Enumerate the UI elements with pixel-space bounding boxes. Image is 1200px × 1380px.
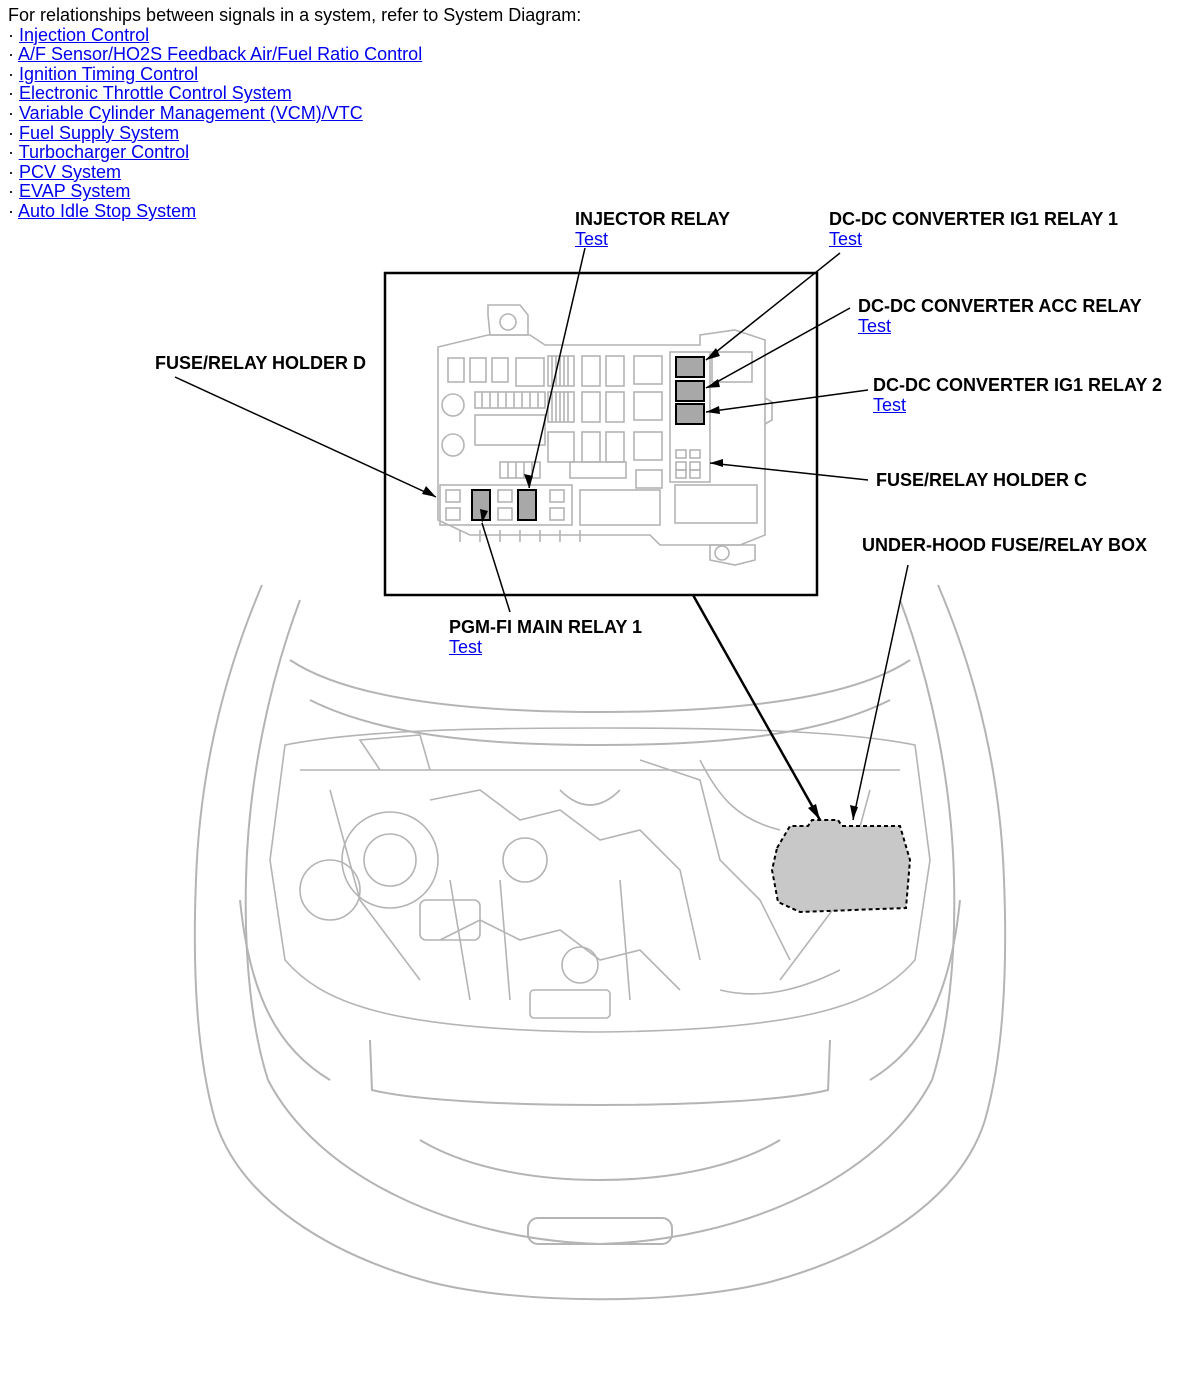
dcdc-acc-relay-shape <box>675 380 705 402</box>
pgm-fi-main-relay-1-label: PGM-FI MAIN RELAY 1 <box>449 617 643 637</box>
leader-under-hood-box <box>852 564 909 821</box>
leader-dcdc-ig1-relay-2 <box>705 389 869 413</box>
list-item: · EVAP System <box>8 182 581 202</box>
link-injection-control[interactable]: Injection Control <box>19 24 150 45</box>
callout-fuse-relay-holder-c: FUSE/RELAY HOLDER C <box>876 470 1087 490</box>
list-item: · Electronic Throttle Control System <box>8 84 581 104</box>
link-turbocharger-control[interactable]: Turbocharger Control <box>18 142 190 163</box>
injector-relay-label: INJECTOR RELAY <box>575 209 731 229</box>
pgm-fi-main-relay-1-test-link[interactable]: Test <box>449 637 483 657</box>
list-item: · Turbocharger Control <box>8 142 581 163</box>
callout-injector-relay: INJECTOR RELAY Test <box>575 209 730 249</box>
bullet: · <box>8 200 14 221</box>
callout-fuse-relay-holder-d: FUSE/RELAY HOLDER D <box>155 353 366 373</box>
bullet: · <box>8 142 14 163</box>
leader-lines <box>174 247 909 821</box>
intro-heading: For relationships between signals in a s… <box>8 5 582 25</box>
leader-injector-relay <box>528 247 586 489</box>
under-hood-fuse-box-shape <box>770 819 912 914</box>
bullet: · <box>8 24 14 45</box>
link-electronic-throttle-control[interactable]: Electronic Throttle Control System <box>19 83 292 104</box>
highlighted-relays <box>471 356 705 521</box>
callout-dcdc-ig1-relay-1: DC-DC CONVERTER IG1 RELAY 1 Test <box>829 209 1118 249</box>
callout-dcdc-ig1-relay-2: DC-DC CONVERTER IG1 RELAY 2 Test <box>873 375 1162 415</box>
link-evap-system[interactable]: EVAP System <box>19 181 131 202</box>
injector-relay-test-link[interactable]: Test <box>575 229 609 249</box>
fuse-box-drawing <box>437 304 773 566</box>
list-item: · Auto Idle Stop System <box>8 200 581 222</box>
bullet: · <box>8 161 14 182</box>
injector-relay-shape <box>517 489 537 521</box>
dcdc-ig1-relay-1-shape <box>675 356 705 378</box>
link-auto-idle-stop-system[interactable]: Auto Idle Stop System <box>18 200 197 221</box>
callout-under-hood-box: UNDER-HOOD FUSE/RELAY BOX <box>862 535 1147 555</box>
dcdc-acc-relay-test-link[interactable]: Test <box>858 316 892 336</box>
link-variable-cylinder-management[interactable]: Variable Cylinder Management (VCM)/VTC <box>19 102 363 123</box>
list-item: · PCV System <box>8 161 581 183</box>
bullet: · <box>8 181 14 202</box>
intro-block: For relationships between signals in a s… <box>8 5 582 222</box>
leader-dcdc-acc-relay <box>705 307 851 389</box>
engine-bay-outline <box>269 727 931 1033</box>
link-pcv-system[interactable]: PCV System <box>19 161 122 182</box>
system-links-list: · Injection Control · A/F Sensor/HO2S Fe… <box>8 24 581 222</box>
dcdc-ig1-relay-2-test-link[interactable]: Test <box>873 395 907 415</box>
leader-arrowheads <box>422 348 858 820</box>
leader-fuse-relay-holder-d <box>174 376 437 498</box>
dcdc-ig1-relay-2-shape <box>675 403 705 425</box>
bullet: · <box>8 83 14 104</box>
list-item: · Injection Control <box>8 24 581 46</box>
bullet: · <box>8 122 14 143</box>
leader-fuse-relay-holder-c <box>709 462 869 481</box>
under-hood-box-label: UNDER-HOOD FUSE/RELAY BOX <box>862 535 1148 555</box>
fuse-relay-holder-c-label: FUSE/RELAY HOLDER C <box>876 470 1088 490</box>
leader-pgm-fi-main-relay-1 <box>481 522 511 613</box>
list-item: · A/F Sensor/HO2S Feedback Air/Fuel Rati… <box>8 44 581 65</box>
link-ignition-timing-control[interactable]: Ignition Timing Control <box>19 63 199 84</box>
bullet: · <box>8 63 14 84</box>
callout-dcdc-acc-relay: DC-DC CONVERTER ACC RELAY Test <box>858 296 1142 336</box>
fuse-relay-holder-d-label: FUSE/RELAY HOLDER D <box>155 353 367 373</box>
leader-dcdc-ig1-relay-1 <box>705 252 841 361</box>
dcdc-ig1-relay-1-test-link[interactable]: Test <box>829 229 863 249</box>
dcdc-acc-relay-label: DC-DC CONVERTER ACC RELAY <box>858 296 1142 316</box>
link-af-sensor-feedback-control[interactable]: A/F Sensor/HO2S Feedback Air/Fuel Ratio … <box>18 44 423 65</box>
bullet: · <box>8 44 14 65</box>
vehicle-outline <box>193 584 1007 1301</box>
list-item: · Fuel Supply System <box>8 122 581 144</box>
list-item: · Variable Cylinder Management (VCM)/VTC <box>8 102 581 124</box>
bullet: · <box>8 102 14 123</box>
leader-inset-to-box <box>691 594 822 821</box>
link-fuel-supply-system[interactable]: Fuel Supply System <box>19 122 180 143</box>
callout-pgm-fi-main-relay-1: PGM-FI MAIN RELAY 1 Test <box>449 617 642 657</box>
dcdc-ig1-relay-2-label: DC-DC CONVERTER IG1 RELAY 2 <box>873 375 1163 395</box>
list-item: · Ignition Timing Control <box>8 63 581 85</box>
dcdc-ig1-relay-1-label: DC-DC CONVERTER IG1 RELAY 1 <box>829 209 1119 229</box>
